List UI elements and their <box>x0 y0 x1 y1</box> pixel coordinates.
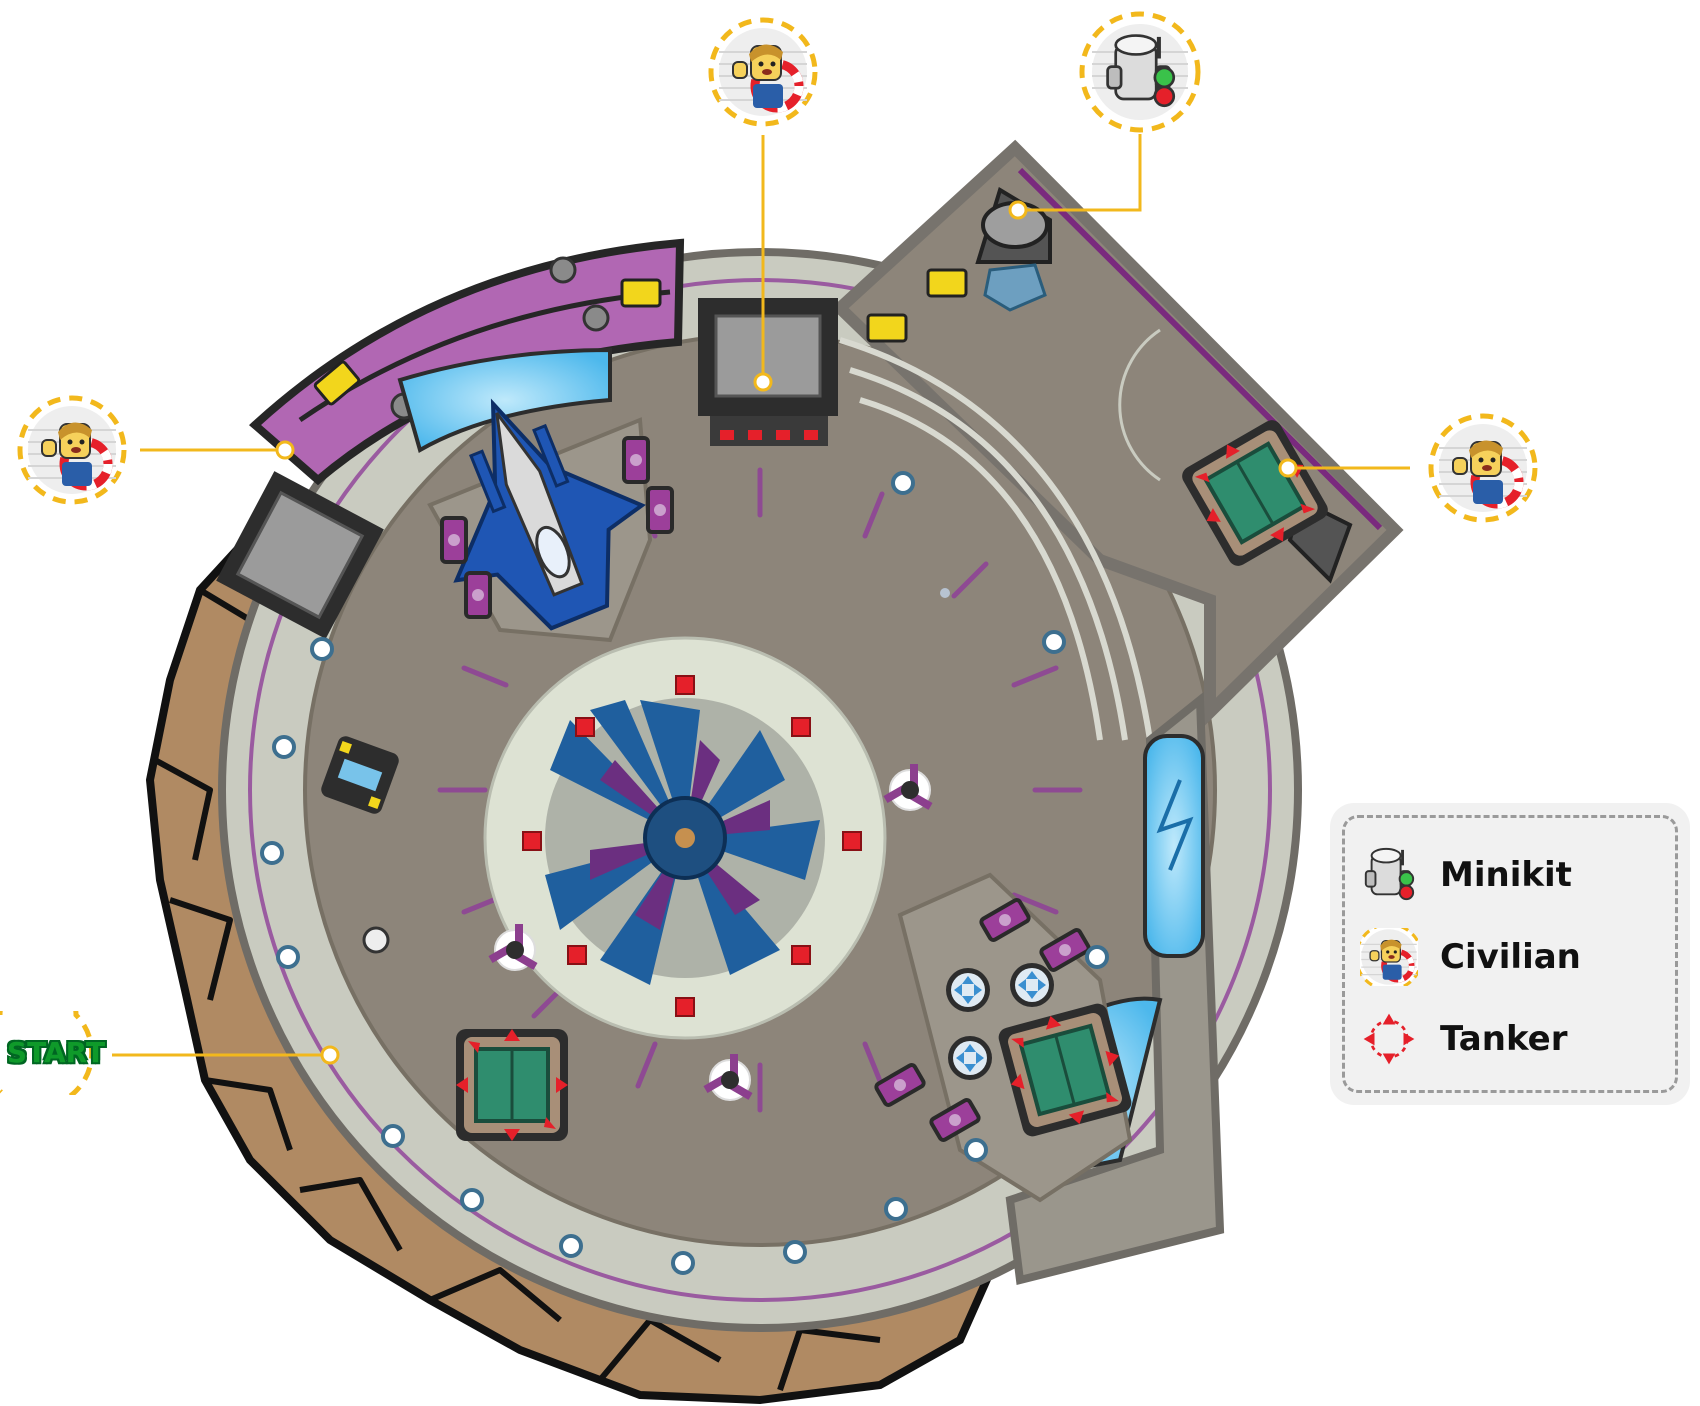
callout-lines <box>112 134 1410 1057</box>
central-fan <box>545 700 820 985</box>
civilian-marker-north <box>711 20 815 124</box>
vehicle-west <box>321 736 399 814</box>
callout-anchor-points <box>275 200 1298 1065</box>
minikit-marker <box>1079 11 1201 133</box>
minikit-icon <box>1364 847 1415 901</box>
legend-frame <box>1342 815 1678 1093</box>
legend-item-minikit: Minikit <box>1360 843 1572 907</box>
quinjet <box>453 398 646 631</box>
legend-label-civilian: Civilian <box>1440 937 1581 977</box>
map-legend: Minikit Civilian Tanker <box>1330 803 1690 1105</box>
legend-item-civilian: Civilian <box>1360 925 1581 989</box>
elevator-north <box>698 298 838 446</box>
civilian-marker-west <box>20 398 124 502</box>
start-marker <box>0 1011 95 1095</box>
start-label: START <box>6 1036 106 1069</box>
floor-stud <box>940 588 950 598</box>
legend-item-tanker: Tanker <box>1360 1007 1567 1071</box>
legend-label-minikit: Minikit <box>1440 855 1572 895</box>
civilian-marker-east <box>1431 416 1535 520</box>
hub-red-studs <box>522 675 862 1017</box>
tanker-target-icon <box>1362 1012 1416 1066</box>
arena-steps <box>839 337 1153 741</box>
legend-label-tanker: Tanker <box>1440 1019 1568 1059</box>
elevator-west <box>216 471 384 639</box>
civilian-icon <box>1360 928 1418 986</box>
small-switch <box>362 926 390 954</box>
gold-brick-marks <box>313 268 968 406</box>
